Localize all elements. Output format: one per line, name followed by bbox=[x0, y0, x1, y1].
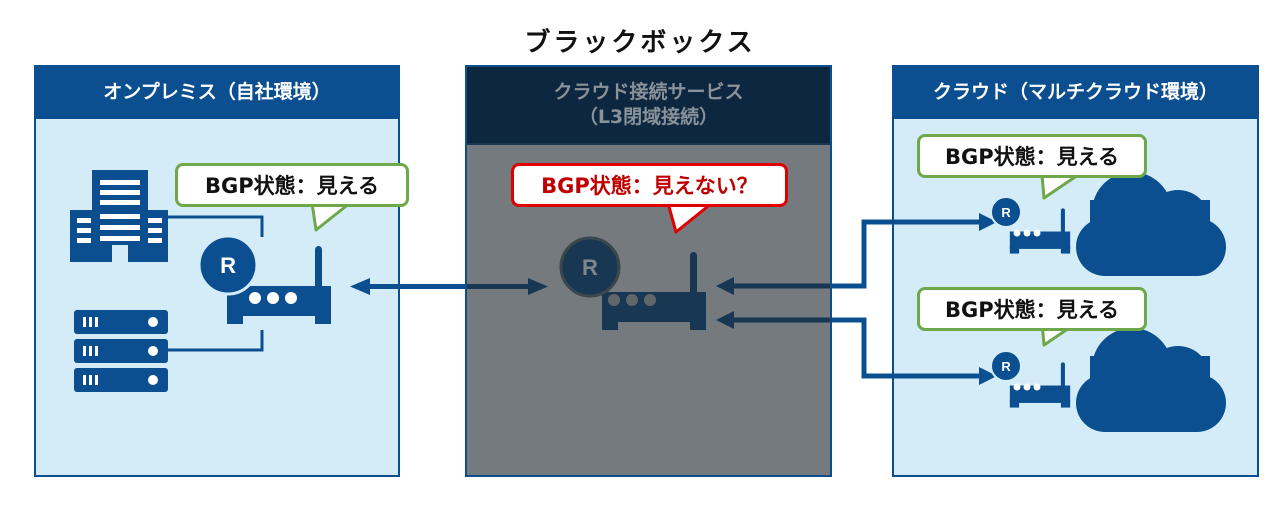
service-header-line1: クラウド接続サービス bbox=[553, 81, 744, 104]
router-icon: R bbox=[990, 350, 1041, 391]
router-icon: R bbox=[990, 196, 1041, 237]
diagram-title: ブラックボックス bbox=[524, 28, 756, 58]
bubble-tail bbox=[310, 201, 352, 232]
service-bgp-bubble: BGP状態：見えない？ bbox=[511, 163, 788, 207]
cloud-bgp-bubble-bottom: BGP状態：見える bbox=[917, 287, 1147, 331]
cloud-header: クラウド（マルチクラウド環境） bbox=[894, 67, 1257, 119]
server-rack-icon bbox=[74, 310, 168, 392]
router-label: R bbox=[1001, 359, 1011, 374]
onprem-connector-lines bbox=[168, 215, 264, 352]
router-label: R bbox=[220, 253, 236, 278]
router-icon: R bbox=[197, 234, 331, 324]
cloud-bgp-bubble-top: BGP状態：見える bbox=[917, 134, 1147, 178]
onprem-bgp-bubble: BGP状態：見える bbox=[175, 163, 409, 207]
bubble-tail bbox=[1040, 173, 1080, 200]
link-arrow-service-cloud-top bbox=[716, 213, 997, 295]
service-header: クラウド接続サービス （L3閉域接続） bbox=[467, 67, 830, 143]
service-header-line2: （L3閉域接続） bbox=[578, 106, 719, 128]
router-label: R bbox=[1001, 205, 1011, 220]
cloud-icon bbox=[1076, 328, 1226, 432]
building-icon bbox=[70, 170, 168, 262]
router-icon bbox=[559, 236, 706, 330]
link-arrow-onprem-service bbox=[350, 278, 548, 295]
cloud-icon bbox=[1076, 172, 1226, 276]
onprem-header: オンプレミス（自社環境） bbox=[36, 67, 398, 119]
